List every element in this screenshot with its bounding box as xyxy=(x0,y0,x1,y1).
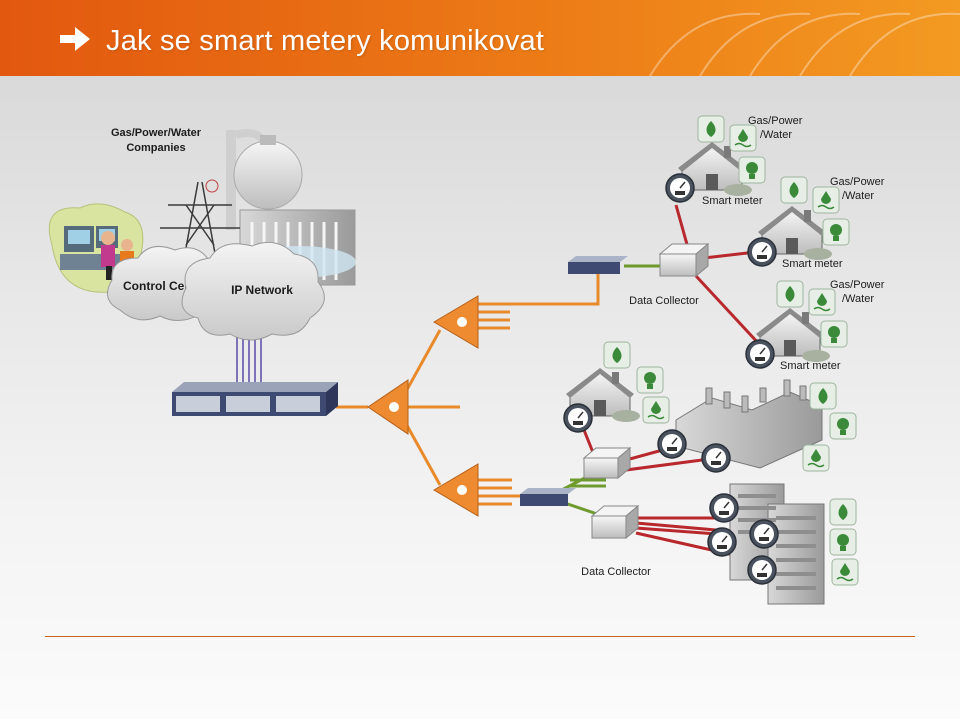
bulb-icon xyxy=(738,156,766,184)
arrow-right-icon xyxy=(60,27,90,51)
water-icon xyxy=(808,288,836,316)
router-top xyxy=(433,295,479,349)
switch-top xyxy=(568,256,628,274)
meter-icon xyxy=(747,555,777,585)
meter-1-label: Smart meter xyxy=(702,195,763,207)
ip-network-cloud: IP Network xyxy=(181,241,325,341)
data-collector-middle xyxy=(582,446,632,480)
flame-icon xyxy=(780,176,808,204)
meter-icon xyxy=(701,443,731,473)
water-icon xyxy=(831,558,859,586)
water-icon xyxy=(802,444,830,472)
meter-icon xyxy=(747,237,777,267)
flame-icon xyxy=(829,498,857,526)
router-center xyxy=(367,379,409,435)
water-icon xyxy=(729,124,757,152)
meter-3-service-line-2: /Water xyxy=(842,293,874,305)
data-collector-bottom xyxy=(590,504,640,540)
meter-3-label: Smart meter xyxy=(780,360,841,372)
title-bar: Jak se smart metery komunikovat xyxy=(0,0,960,76)
bulb-icon xyxy=(636,366,664,394)
data-collector-top-label: Data Collector xyxy=(629,295,699,307)
flame-icon xyxy=(776,280,804,308)
flame-icon xyxy=(809,382,837,410)
smart-meter-house-3: Gas/Power /Water Smart meter xyxy=(745,279,885,372)
router-bottom xyxy=(433,463,479,517)
footer-divider xyxy=(45,636,915,637)
water-icon xyxy=(812,186,840,214)
residential-house xyxy=(563,341,670,433)
switch-bottom xyxy=(520,488,576,506)
meter-icon xyxy=(563,403,593,433)
header-wave-decoration xyxy=(649,12,960,76)
water-icon xyxy=(642,396,670,424)
utility-companies-label-2: Companies xyxy=(126,142,185,154)
meter-2-label: Smart meter xyxy=(782,258,843,270)
flame-icon xyxy=(697,115,725,143)
meter-1-service-line-2: /Water xyxy=(760,129,792,141)
page-title: Jak se smart metery komunikovat xyxy=(106,25,545,57)
bulb-icon xyxy=(820,320,848,348)
head-end-server xyxy=(172,382,338,416)
meter-icon xyxy=(745,339,775,369)
apartment-buildings xyxy=(707,483,859,605)
meter-icon xyxy=(709,493,739,523)
meter-icon xyxy=(665,173,695,203)
meter-icon xyxy=(657,429,687,459)
utility-companies-label-1: Gas/Power/Water xyxy=(111,127,202,139)
bulb-icon xyxy=(822,218,850,246)
bulb-icon xyxy=(829,528,857,556)
smart-meter-house-1: Gas/Power /Water Smart meter xyxy=(665,115,803,207)
meter-icon xyxy=(707,527,737,557)
factory-building xyxy=(657,379,857,473)
data-collector-top xyxy=(658,242,710,278)
meter-3-service-line-1: Gas/Power xyxy=(830,279,885,291)
meter-2-service-line-2: /Water xyxy=(842,190,874,202)
data-collector-bottom-label: Data Collector xyxy=(581,566,651,578)
meter-2-service-line-1: Gas/Power xyxy=(830,176,885,188)
meter-1-service-line-1: Gas/Power xyxy=(748,115,803,127)
meter-icon xyxy=(749,519,779,549)
smart-meter-house-2: Gas/Power /Water Smart meter xyxy=(747,176,885,270)
bulb-icon xyxy=(829,412,857,440)
flame-icon xyxy=(603,341,631,369)
ip-network-label: IP Network xyxy=(231,283,293,297)
